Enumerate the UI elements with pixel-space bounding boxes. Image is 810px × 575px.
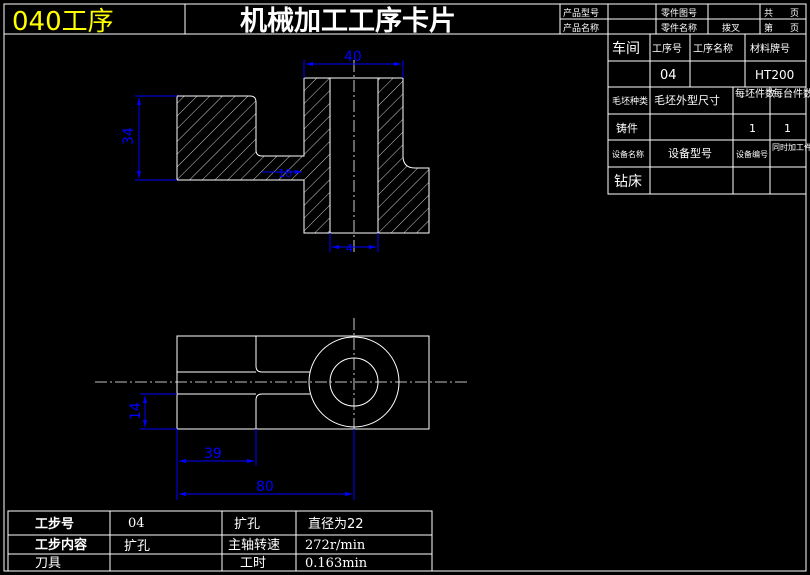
- time-label: 工时: [240, 556, 266, 571]
- dimension-labels: 40 34 10 4 14 39 80: [121, 49, 362, 495]
- product-model-label: 产品型号: [563, 7, 599, 19]
- material-value: HT200: [755, 68, 794, 82]
- product-name-label: 产品名称: [563, 22, 599, 34]
- dimension-lines: [135, 60, 404, 500]
- equip-no-label: 设备编号: [736, 149, 768, 159]
- card-title: 机械加工工序卡片: [240, 5, 456, 37]
- concurrent-label: 同时加工件数: [772, 142, 810, 152]
- dim-bottom-small: 4: [346, 242, 353, 255]
- process-no-label: 工序号: [652, 42, 682, 55]
- info-table-grid: [607, 33, 807, 195]
- page-no-label: 第: [764, 22, 773, 34]
- diameter-note: 直径为22: [308, 517, 364, 532]
- step-content-label: 工步内容: [35, 537, 87, 553]
- per-machine-label: 每台件数: [773, 87, 810, 100]
- time-value: 0.163min: [305, 556, 368, 571]
- step-no-value: 04: [128, 516, 145, 531]
- per-machine-value: 1: [784, 122, 791, 135]
- workshop-label: 车间: [612, 40, 640, 57]
- equip-model-label: 设备型号: [668, 146, 712, 160]
- per-blank-value: 1: [749, 122, 756, 135]
- dim-top-width: 40: [344, 49, 362, 65]
- process-no-value: 04: [660, 68, 677, 83]
- process-name-label: 工序名称: [693, 42, 733, 55]
- total-label: 共: [764, 8, 773, 19]
- dim-left-height: 34: [121, 127, 137, 145]
- page-label: 页: [790, 23, 799, 34]
- spindle-value: 272r/min: [305, 538, 366, 553]
- pages-label: 页: [790, 8, 799, 19]
- dim-80: 80: [256, 479, 274, 495]
- dim-39: 39: [204, 446, 222, 462]
- section-view: [176, 60, 430, 255]
- spindle-label: 主轴转速: [228, 538, 280, 553]
- bottom-table-grid: [7, 510, 433, 572]
- equip-name-label: 设备名称: [612, 149, 644, 159]
- part-name-value: 拨叉: [722, 22, 740, 34]
- equip-name-value: 钻床: [614, 174, 642, 190]
- blank-type-label: 毛坯种类: [612, 95, 648, 107]
- operation-label: 040工序: [12, 7, 114, 37]
- part-name-label: 零件名称: [661, 22, 697, 34]
- dim-bottom-height: 14: [128, 402, 144, 420]
- step-content-value: 扩孔: [124, 539, 150, 554]
- tool-label: 刀具: [35, 556, 61, 571]
- part-drawing-label: 零件图号: [661, 7, 697, 19]
- material-label: 材料牌号: [750, 42, 790, 55]
- blank-size-label: 毛坯外型尺寸: [654, 93, 720, 107]
- blank-type-value: 铸件: [616, 121, 638, 135]
- dim-center-small: 10: [278, 167, 292, 180]
- op-type: 扩孔: [234, 517, 260, 532]
- step-no-label: 工步号: [35, 516, 74, 532]
- plan-view: [95, 318, 470, 448]
- drawing-border: [3, 3, 807, 572]
- per-blank-label: 每坯件数: [735, 87, 775, 100]
